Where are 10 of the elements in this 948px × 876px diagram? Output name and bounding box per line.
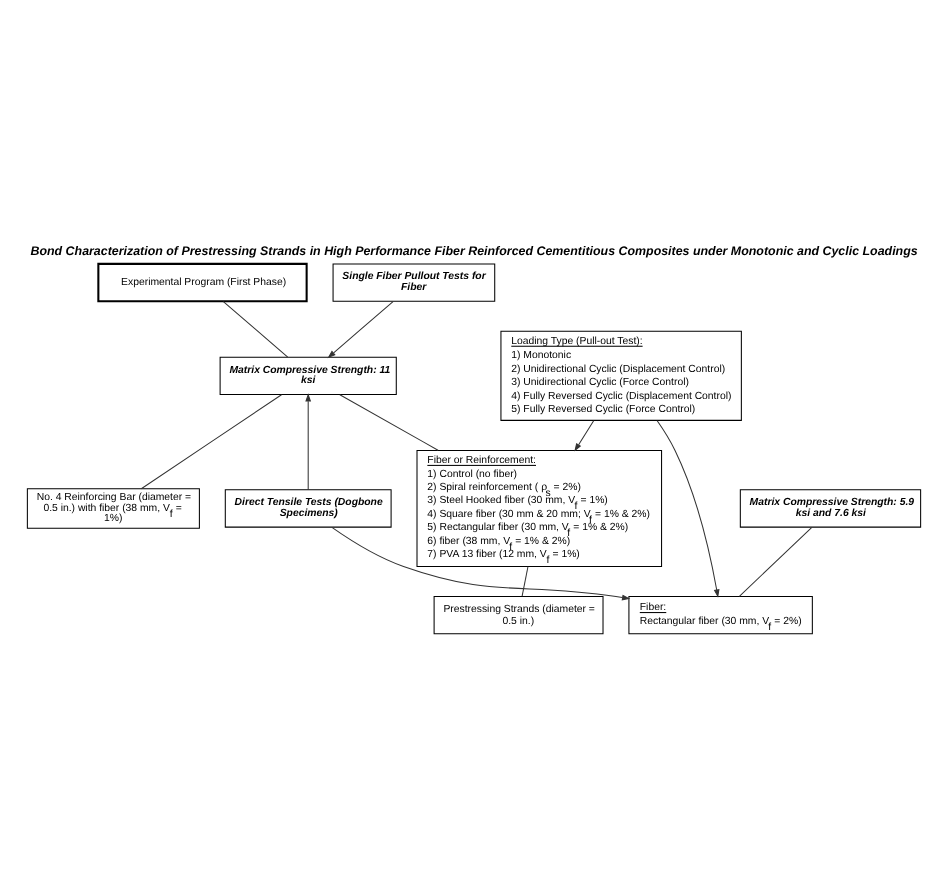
connector bbox=[140, 394, 283, 490]
arrow bbox=[656, 420, 720, 598]
arrow bbox=[305, 393, 312, 491]
connector bbox=[222, 301, 289, 358]
connector bbox=[738, 526, 813, 597]
connector bbox=[339, 394, 439, 451]
arrow bbox=[574, 420, 595, 452]
arrow bbox=[327, 301, 394, 359]
arrow bbox=[331, 526, 631, 601]
connector bbox=[521, 566, 529, 597]
